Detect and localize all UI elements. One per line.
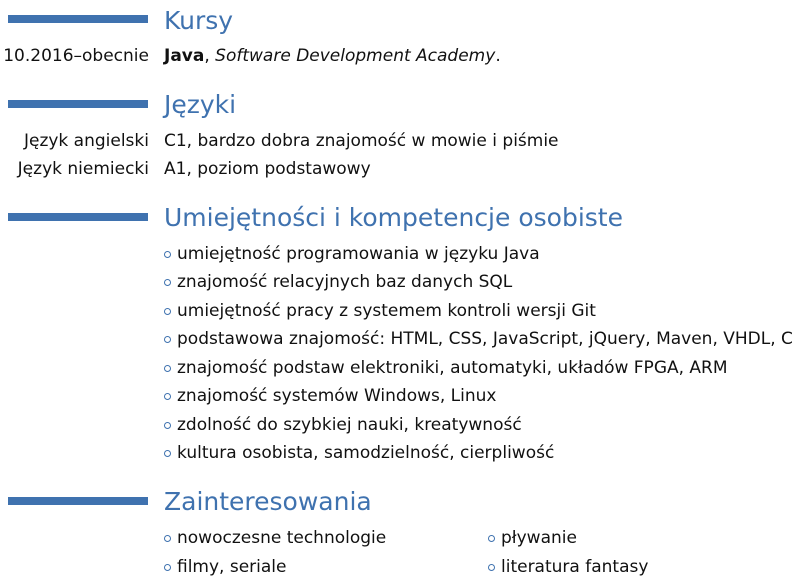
interest-text: nowoczesne technologie [177, 528, 387, 548]
circle-bullet-icon [164, 251, 171, 258]
skill-item: znajomość podstaw elektroniki, automatyk… [164, 356, 728, 380]
circle-bullet-icon [164, 422, 171, 429]
skill-text: podstawowa znajomość: HTML, CSS, JavaScr… [177, 329, 793, 349]
section-title-courses: Kursy [164, 6, 234, 35]
skill-text: kultura osobista, samodzielność, cierpli… [177, 443, 555, 463]
circle-bullet-icon [488, 535, 495, 542]
skill-item: umiejętność programowania w języku Java [164, 242, 540, 266]
skill-text: zdolność do szybkiej nauki, kreatywność [177, 415, 522, 435]
section-title-languages: Języki [164, 90, 237, 119]
interest-text: pływanie [501, 528, 577, 548]
section-bar [8, 497, 148, 505]
skill-item: znajomość systemów Windows, Linux [164, 384, 496, 408]
interest-item: literatura fantasy [488, 555, 648, 579]
skill-item: kultura osobista, samodzielność, cierpli… [164, 441, 554, 465]
language-row: Język angielski C1, bardzo dobra znajomo… [0, 129, 793, 153]
interest-text: literatura fantasy [501, 557, 649, 577]
skill-text: znajomość relacyjnych baz danych SQL [177, 272, 513, 292]
circle-bullet-icon [164, 308, 171, 315]
interest-item: pływanie [488, 526, 577, 550]
skill-text: umiejętność programowania w języku Java [177, 244, 540, 264]
language-label: Język niemiecki [17, 159, 149, 179]
course-row: 10.2016–obecnie Java, Software Developme… [0, 44, 793, 68]
interest-item: nowoczesne technologie [164, 526, 386, 550]
circle-bullet-icon [164, 336, 171, 343]
language-row: Język niemiecki A1, poziom podstawowy [0, 157, 793, 181]
circle-bullet-icon [164, 365, 171, 372]
course-provider: Software Development Academy [215, 46, 496, 66]
circle-bullet-icon [164, 393, 171, 400]
circle-bullet-icon [164, 564, 171, 571]
interest-item: filmy, seriale [164, 555, 287, 579]
section-bar [8, 100, 148, 108]
skill-text: znajomość systemów Windows, Linux [177, 386, 497, 406]
language-value: C1, bardzo dobra znajomość w mowie i piś… [164, 131, 559, 151]
course-name: Java [164, 46, 205, 66]
interest-text: filmy, seriale [177, 557, 287, 577]
section-bar [8, 15, 148, 23]
skill-text: znajomość podstaw elektroniki, automatyk… [177, 358, 728, 378]
section-bar [8, 213, 148, 221]
course-end: . [495, 46, 501, 66]
circle-bullet-icon [164, 279, 171, 286]
course-detail: Java, Software Development Academy. [164, 46, 501, 66]
skill-item: znajomość relacyjnych baz danych SQL [164, 270, 512, 294]
language-label: Język angielski [23, 131, 149, 151]
course-date: 10.2016–obecnie [3, 46, 149, 66]
circle-bullet-icon [164, 535, 171, 542]
skill-text: umiejętność pracy z systemem kontroli we… [177, 301, 596, 321]
section-title-skills: Umiejętności i kompetencje osobiste [164, 203, 623, 232]
circle-bullet-icon [164, 450, 171, 457]
section-title-interests: Zainteresowania [164, 487, 372, 516]
language-value: A1, poziom podstawowy [164, 159, 371, 179]
skill-item: umiejętność pracy z systemem kontroli we… [164, 299, 596, 323]
skill-item: zdolność do szybkiej nauki, kreatywność [164, 413, 522, 437]
skill-item: podstawowa znajomość: HTML, CSS, JavaScr… [164, 327, 793, 351]
circle-bullet-icon [488, 564, 495, 571]
